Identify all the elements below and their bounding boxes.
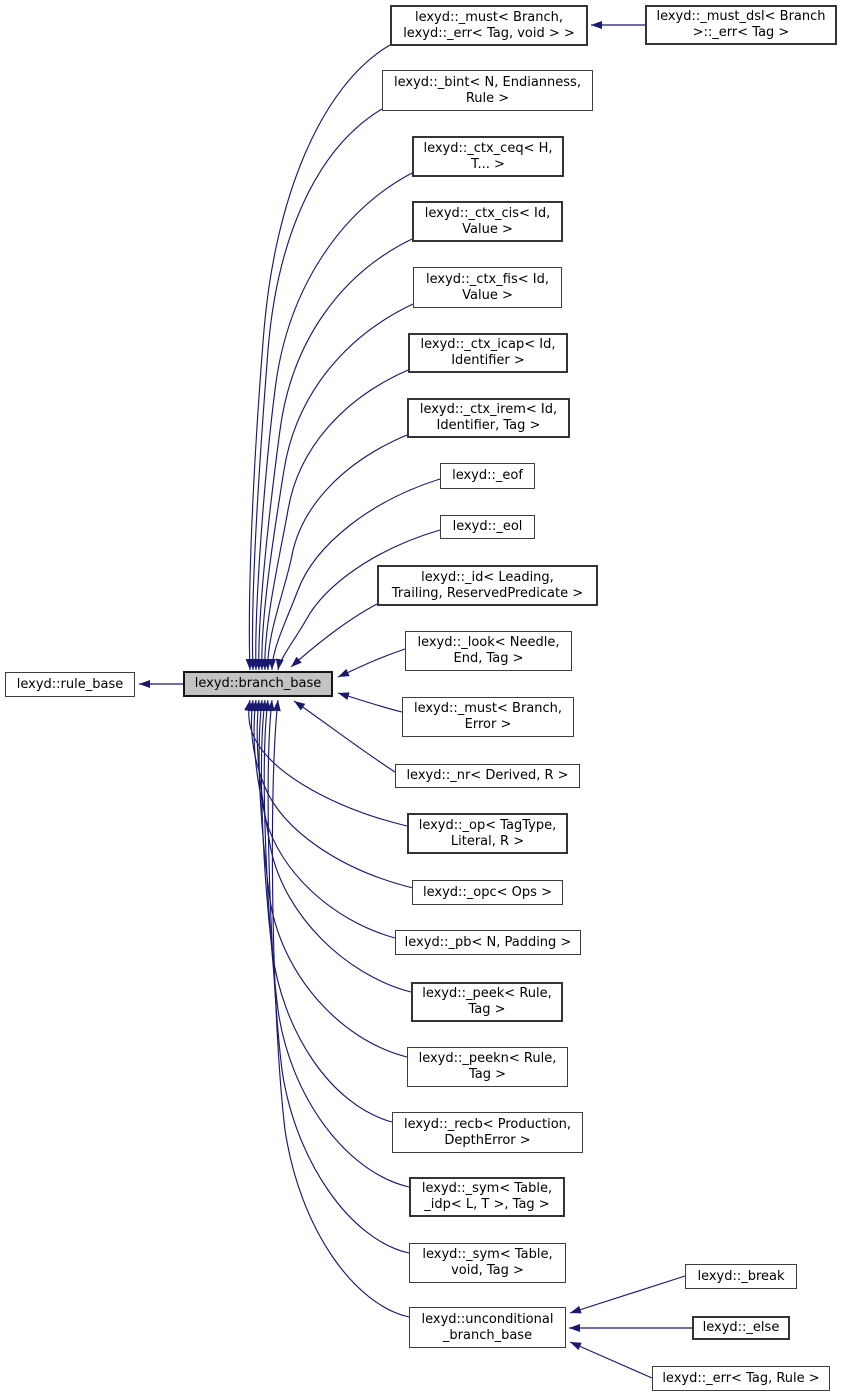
node-bint[interactable]: lexyd::_bint< N, Endianness, Rule > <box>382 70 593 111</box>
node-rule-base[interactable]: lexyd::rule_base <box>5 672 135 697</box>
edge-look-to-branchbase <box>337 648 406 678</box>
edge-symidp-to-branchbase <box>262 699 410 1188</box>
node-eof[interactable]: lexyd::_eof <box>440 463 535 489</box>
node-sym-idp[interactable]: lexyd::_sym< Table, _idp< L, T >, Tag > <box>409 1177 565 1217</box>
node-op[interactable]: lexyd::_op< TagType, Literal, R > <box>407 813 568 854</box>
node-ctx-icap[interactable]: lexyd::_ctx_icap< Id, Identifier > <box>408 333 568 373</box>
node-pb[interactable]: lexyd::_pb< N, Padding > <box>395 930 581 955</box>
edge-eof-to-branchbase <box>268 478 441 671</box>
edge-ctxcis-to-branchbase <box>254 238 413 671</box>
node-break[interactable]: lexyd::_break <box>685 1264 797 1289</box>
edge-ctxceq-to-branchbase <box>251 172 413 671</box>
edge-must-to-branchbase <box>245 44 391 671</box>
edge-break-to-unconditional <box>569 1275 686 1314</box>
edge-peek-to-branchbase <box>253 699 412 993</box>
node-ctx-fis[interactable]: lexyd::_ctx_fis< Id, Value > <box>413 267 562 308</box>
node-eol[interactable]: lexyd::_eol <box>440 515 535 539</box>
edge-id-to-branchbase <box>290 603 378 668</box>
edge-symvoid-to-branchbase <box>266 699 410 1254</box>
node-opc[interactable]: lexyd::_opc< Ops > <box>412 880 563 905</box>
edge-ctxicap-to-branchbase <box>260 369 409 671</box>
node-id[interactable]: lexyd::_id< Leading, Trailing, ReservedP… <box>377 565 598 606</box>
node-else[interactable]: lexyd::_else <box>692 1316 790 1340</box>
edge-ctxfis-to-branchbase <box>257 303 414 671</box>
node-peek[interactable]: lexyd::_peek< Rule, Tag > <box>411 982 563 1022</box>
edge-nr-to-branchbase <box>293 700 396 773</box>
node-recb[interactable]: lexyd::_recb< Production, DepthError > <box>392 1112 583 1153</box>
edge-bint-to-branchbase <box>248 108 383 671</box>
node-must-branch-err[interactable]: lexyd::_must< Branch, lexyd::_err< Tag, … <box>390 5 588 46</box>
node-must-branch-error[interactable]: lexyd::_must< Branch, Error > <box>402 697 574 737</box>
node-unconditional-branch-base[interactable]: lexyd::unconditional _branch_base <box>409 1307 566 1348</box>
edge-musterr-to-branchbase <box>337 692 403 713</box>
node-err-tag-rule[interactable]: lexyd::_err< Tag, Rule > <box>652 1366 830 1391</box>
edge-eol-to-branchbase <box>275 529 441 671</box>
node-ctx-ceq[interactable]: lexyd::_ctx_ceq< H, T... > <box>412 136 564 177</box>
edge-unconditional-to-branchbase <box>271 699 410 1318</box>
node-branch-base: lexyd::branch_base <box>183 671 333 697</box>
node-nr[interactable]: lexyd::_nr< Derived, R > <box>395 764 580 788</box>
node-sym-void[interactable]: lexyd::_sym< Table, void, Tag > <box>409 1243 566 1283</box>
node-must-dsl-err[interactable]: lexyd::_must_dsl< Branch >::_err< Tag > <box>645 5 837 45</box>
node-peekn[interactable]: lexyd::_peekn< Rule, Tag > <box>407 1047 568 1087</box>
node-ctx-irem[interactable]: lexyd::_ctx_irem< Id, Identifier, Tag > <box>407 398 570 438</box>
node-look[interactable]: lexyd::_look< Needle, End, Tag > <box>405 631 572 671</box>
edge-err-to-unconditional <box>569 1341 653 1379</box>
edge-peekn-to-branchbase <box>256 699 408 1058</box>
node-ctx-cis[interactable]: lexyd::_ctx_cis< Id, Value > <box>412 201 563 242</box>
edge-ctxirem-to-branchbase <box>263 434 408 671</box>
